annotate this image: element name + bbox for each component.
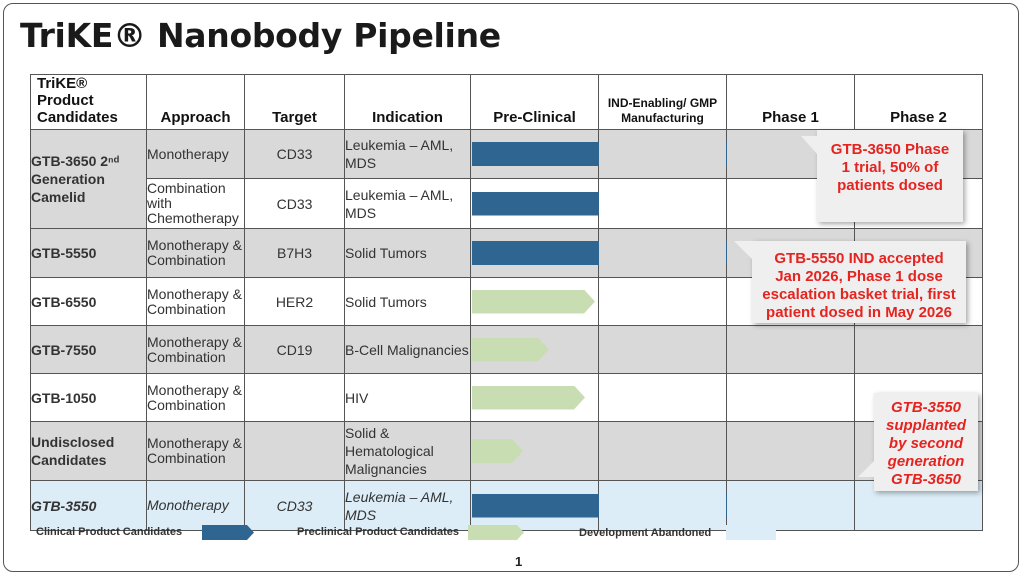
target-cell: HER2 xyxy=(244,277,345,326)
approach-cell: Monotherapy & Combination xyxy=(146,277,245,326)
preclinical-progress-bar xyxy=(472,439,523,463)
indication-cell: Leukemia – AML, MDS xyxy=(344,480,471,531)
callout-gtb3550-text: GTB-3550 supplanted by second generation… xyxy=(885,399,966,488)
legend-clinical-label: Clinical Product Candidates xyxy=(36,526,183,538)
indication-cell: Leukemia – AML, MDS xyxy=(344,178,471,229)
approach-cell: Monotherapy xyxy=(146,480,245,531)
table-row: GTB-1050 Monotherapy & Combination HIV xyxy=(30,373,983,422)
header-phase2: Phase 2 xyxy=(854,74,983,130)
candidate-cell: GTB-6550 xyxy=(30,277,147,326)
approach-cell: Monotherapy xyxy=(146,129,245,179)
preclinical-progress-bar xyxy=(472,338,549,362)
page-number: 1 xyxy=(515,554,523,569)
callout-gtb3650: GTB-3650 Phase 1 trial, 50% of patients … xyxy=(801,130,963,222)
stage-cell xyxy=(470,480,599,531)
table-row: Undisclosed Candidates Monotherapy & Com… xyxy=(30,421,983,481)
table-row: GTB-7550 Monotherapy & Combination CD19 … xyxy=(30,325,983,374)
legend-abandoned-swatch xyxy=(726,525,776,540)
approach-cell: Monotherapy & Combination xyxy=(146,325,245,374)
approach-cell: Combination with Chemotherapy xyxy=(146,178,245,229)
pipeline-table: TriKE® Product Candidates Approach Targe… xyxy=(30,74,983,531)
callout-pointer xyxy=(801,136,817,154)
target-cell xyxy=(244,421,345,481)
callout-gtb5550: GTB-5550 IND accepted Jan 2026, Phase 1 … xyxy=(734,241,966,323)
indication-cell: HIV xyxy=(344,373,471,422)
legend-clinical-swatch xyxy=(202,525,254,540)
stage-cell xyxy=(470,421,599,481)
header-preclinical: Pre-Clinical xyxy=(470,74,599,130)
preclinical-progress-bar xyxy=(472,386,585,410)
stage-cell xyxy=(470,373,599,422)
header-indication: Indication xyxy=(344,74,471,130)
header-approach: Approach xyxy=(146,74,245,130)
legend-abandoned-label: Development Abandoned xyxy=(579,527,712,539)
page-title: TriKE® Nanobody Pipeline xyxy=(20,16,501,55)
target-cell: B7H3 xyxy=(244,228,345,278)
candidate-cell: GTB-3650 2ⁿᵈ Generation Camelid xyxy=(30,129,147,229)
target-cell xyxy=(244,373,345,422)
preclinical-progress-bar xyxy=(472,290,595,314)
callout-gtb3550: GTB-3550 supplanted by second generation… xyxy=(858,393,978,491)
table-row: GTB-3550 Monotherapy CD33 Leukemia – AML… xyxy=(30,480,983,531)
stage-cell xyxy=(470,178,599,229)
callout-gtb3650-text: GTB-3650 Phase 1 trial, 50% of patients … xyxy=(830,141,950,194)
indication-cell: Solid & Hematological Malignancies xyxy=(344,421,471,481)
indication-cell: B-Cell Malignancies xyxy=(344,325,471,374)
target-cell: CD19 xyxy=(244,325,345,374)
stage-cell xyxy=(470,277,599,326)
candidate-cell: GTB-7550 xyxy=(30,325,147,374)
candidate-cell: GTB-5550 xyxy=(30,228,147,278)
target-cell: CD33 xyxy=(244,129,345,179)
header-ind-enabling: IND-Enabling/ GMP Manufacturing xyxy=(598,74,727,130)
approach-cell: Monotherapy & Combination xyxy=(146,373,245,422)
approach-cell: Monotherapy & Combination xyxy=(146,421,245,481)
indication-cell: Leukemia – AML, MDS xyxy=(344,129,471,179)
header-target: Target xyxy=(244,74,345,130)
candidate-cell: GTB-3550 xyxy=(30,480,147,531)
callout-gtb5550-text: GTB-5550 IND accepted Jan 2026, Phase 1 … xyxy=(762,250,956,321)
stage-cell xyxy=(470,129,599,179)
callout-pointer xyxy=(734,241,752,259)
header-phase1: Phase 1 xyxy=(726,74,855,130)
legend-preclinical-label: Preclinical Product Candidates xyxy=(297,526,459,538)
candidate-cell: GTB-1050 xyxy=(30,373,147,422)
header-candidates: TriKE® Product Candidates xyxy=(30,74,147,130)
target-cell: CD33 xyxy=(244,480,345,531)
approach-cell: Monotherapy & Combination xyxy=(146,228,245,278)
indication-cell: Solid Tumors xyxy=(344,228,471,278)
slide-frame xyxy=(3,3,1019,572)
callout-pointer xyxy=(858,461,874,477)
candidate-cell: Undisclosed Candidates xyxy=(30,421,147,481)
stage-cell xyxy=(470,228,599,278)
target-cell: CD33 xyxy=(244,178,345,229)
legend-preclinical-swatch xyxy=(468,525,524,540)
indication-cell: Solid Tumors xyxy=(344,277,471,326)
stage-cell xyxy=(470,325,599,374)
